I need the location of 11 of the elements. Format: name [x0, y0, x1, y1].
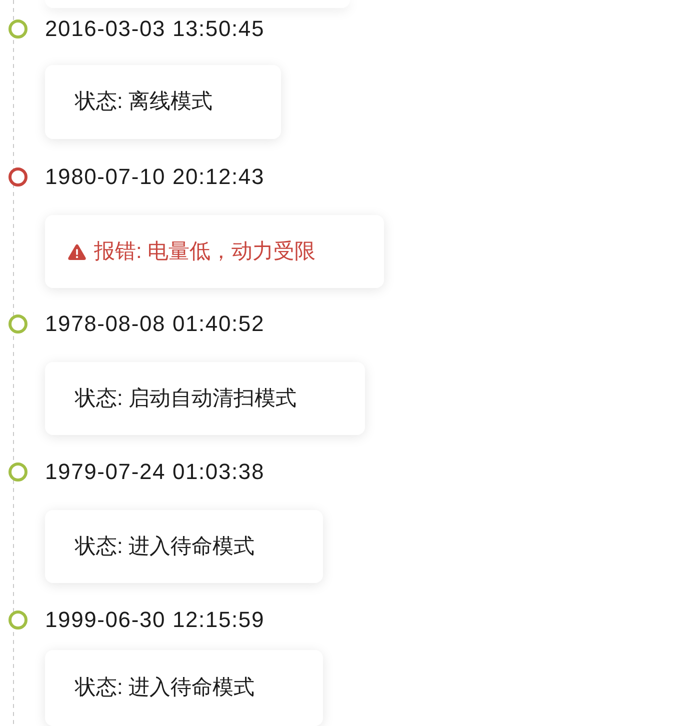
timestamp: 2016-03-03 13:50:45: [45, 17, 264, 41]
status-text: 状态: 离线模式: [75, 90, 213, 114]
timestamp: 1980-07-10 20:12:43: [45, 165, 264, 189]
status-text: 状态: 进入待命模式: [75, 534, 255, 558]
error-message: 报错: 电量低，动力受限: [94, 240, 316, 264]
timestamp: 1979-07-24 01:03:38: [45, 460, 264, 484]
status-text: 状态: 进入待命模式: [75, 676, 255, 700]
status-text: 状态: 启动自动清扫模式: [75, 386, 297, 410]
timestamp: 1978-08-08 01:40:52: [45, 312, 264, 336]
timestamp: 1999-06-30 12:15:59: [45, 608, 264, 632]
status-card: [45, 215, 384, 288]
